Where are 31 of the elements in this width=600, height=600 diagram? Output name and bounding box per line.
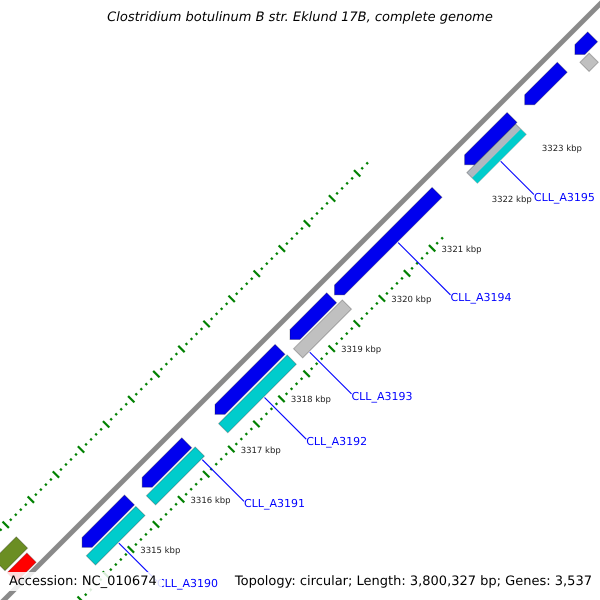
leader-line bbox=[264, 397, 307, 440]
scale-label: 3316 kbp bbox=[190, 496, 231, 506]
leader-line bbox=[309, 352, 352, 394]
gene-label: CLL_A3192 bbox=[306, 436, 368, 448]
leader-line bbox=[398, 242, 451, 296]
gene-bar bbox=[214, 344, 286, 415]
gene-bar bbox=[579, 52, 599, 72]
genome-info-text: Topology: circular; Length: 3,800,327 bp; Genes: 3,537 bbox=[234, 575, 592, 588]
leader-line bbox=[500, 160, 534, 195]
scale-label: 3323 kbp bbox=[542, 145, 582, 154]
title: Clostridium botulinum B str. Eklund 17B, complete genome bbox=[106, 11, 494, 24]
scale-label: 3318 kbp bbox=[290, 396, 331, 405]
scale-label: 3317 kbp bbox=[240, 446, 281, 455]
scale-label: 3315 kbp bbox=[140, 546, 180, 556]
gene-bar bbox=[0, 536, 28, 572]
gene-bar bbox=[524, 62, 568, 106]
gene-bar bbox=[464, 112, 518, 166]
gene-label: CLL_A3191 bbox=[244, 498, 305, 510]
gene-bar bbox=[82, 494, 136, 548]
gene-label: CLL_A3195 bbox=[534, 192, 595, 202]
gene-bar bbox=[142, 437, 192, 488]
gene-label: CLL_A3190 bbox=[157, 578, 218, 590]
gene-label: CLL_A3194 bbox=[450, 292, 512, 303]
gene-bar bbox=[334, 186, 443, 296]
gene-label: CLL_A3193 bbox=[352, 390, 412, 402]
leader-line bbox=[202, 459, 244, 502]
gene-bar bbox=[574, 31, 598, 55]
scale-label: 3322 kbp bbox=[492, 196, 532, 204]
gene-bar bbox=[290, 292, 338, 340]
scale-label: 3321 kbp bbox=[442, 246, 482, 254]
scale-label: 3319 kbp bbox=[341, 346, 382, 355]
